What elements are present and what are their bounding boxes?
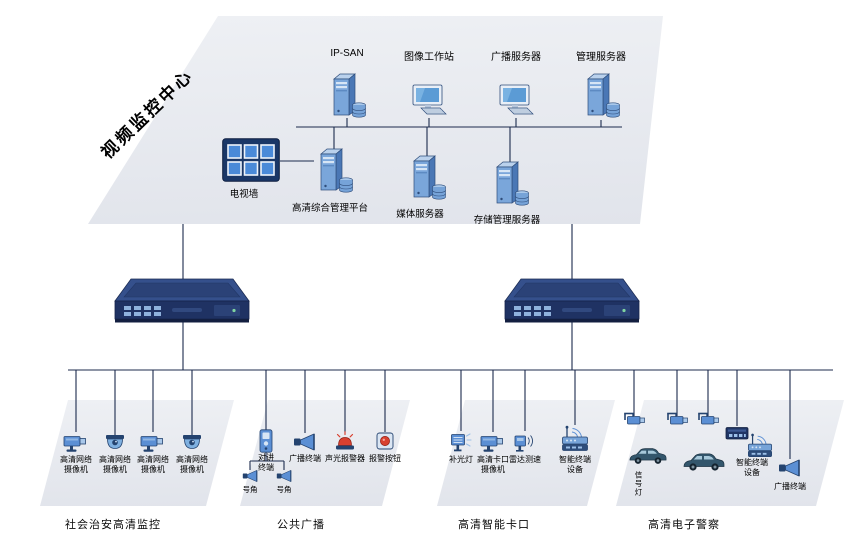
group-title: 公共广播 bbox=[277, 519, 325, 531]
alarm-beacon-icon bbox=[335, 431, 355, 451]
horn-speaker-icon bbox=[293, 433, 315, 451]
box-camera-icon bbox=[480, 436, 503, 453]
server-icon bbox=[587, 73, 620, 118]
device-label: 管理服务器 bbox=[576, 52, 626, 63]
police-car-icon bbox=[629, 448, 667, 465]
device-label: 雷达测速 bbox=[509, 455, 541, 464]
device-label: 高清网络 摄像机 bbox=[60, 455, 92, 474]
device-label: 存储管理服务器 bbox=[473, 215, 541, 226]
platform-public-broadcast bbox=[240, 400, 410, 506]
device-label: 补光灯 bbox=[449, 455, 473, 464]
horn-speaker-icon bbox=[778, 459, 800, 477]
tv-wall-icon bbox=[222, 138, 280, 182]
dome-camera-icon bbox=[105, 434, 125, 449]
device-label: 报警按钮 bbox=[369, 454, 401, 463]
pole-camera-icon bbox=[623, 412, 646, 425]
device-label: 广播服务器 bbox=[491, 52, 541, 63]
horn-speaker-icon bbox=[276, 469, 292, 483]
device-label: 声光报警器 bbox=[325, 454, 365, 463]
intercom-icon bbox=[259, 429, 273, 453]
platform-security-monitoring bbox=[40, 400, 234, 506]
box-camera-icon bbox=[63, 436, 86, 453]
horn-speaker-icon bbox=[242, 469, 258, 483]
device-label: 图像工作站 bbox=[404, 52, 454, 63]
group-title: 高清智能卡口 bbox=[458, 519, 530, 531]
device-label: 高清综合管理平台 bbox=[291, 203, 368, 214]
device-label: 高清网络 摄像机 bbox=[137, 455, 169, 474]
device-label: IP-SAN bbox=[330, 48, 364, 59]
server-icon bbox=[496, 161, 529, 206]
workstation-icon bbox=[412, 84, 447, 115]
device-label: 广播终端 bbox=[289, 454, 321, 463]
switch-icon bbox=[504, 278, 640, 323]
device-label: 号角 bbox=[276, 485, 292, 494]
switch-icon bbox=[114, 278, 250, 323]
device-label: 高清网络 摄像机 bbox=[99, 455, 131, 474]
wireless-terminal-icon bbox=[747, 433, 773, 458]
device-label: 广播终端 bbox=[774, 482, 806, 491]
device-label: 高清网络 摄像机 bbox=[176, 455, 208, 474]
fill-light-icon bbox=[450, 433, 472, 452]
group-title: 高清电子警察 bbox=[648, 519, 720, 531]
police-car-icon bbox=[683, 453, 725, 472]
group-title: 社会治安高清监控 bbox=[65, 519, 161, 531]
device-label: 电视墙 bbox=[229, 189, 259, 200]
alarm-button-icon bbox=[376, 432, 394, 450]
wireless-terminal-icon bbox=[561, 425, 589, 452]
device-label: 号角 bbox=[242, 485, 258, 494]
server-icon bbox=[320, 148, 353, 193]
workstation-icon bbox=[499, 84, 534, 115]
device-label: 对讲 终端 bbox=[258, 453, 274, 472]
box-camera-icon bbox=[140, 436, 163, 453]
pole-camera-icon bbox=[666, 412, 689, 425]
server-icon bbox=[413, 155, 446, 200]
platform-checkpoint bbox=[437, 400, 615, 506]
device-label: 媒体服务器 bbox=[396, 209, 444, 220]
pole-camera-icon bbox=[697, 412, 720, 425]
server-icon bbox=[333, 73, 366, 118]
device-label: 智能终端 设备 bbox=[736, 458, 768, 477]
device-label: 高清卡口 摄像机 bbox=[477, 455, 509, 474]
device-label: 信号灯 bbox=[634, 471, 643, 497]
device-label: 智能终端 设备 bbox=[559, 455, 591, 474]
dome-camera-icon bbox=[182, 434, 202, 449]
radar-icon bbox=[514, 435, 534, 452]
